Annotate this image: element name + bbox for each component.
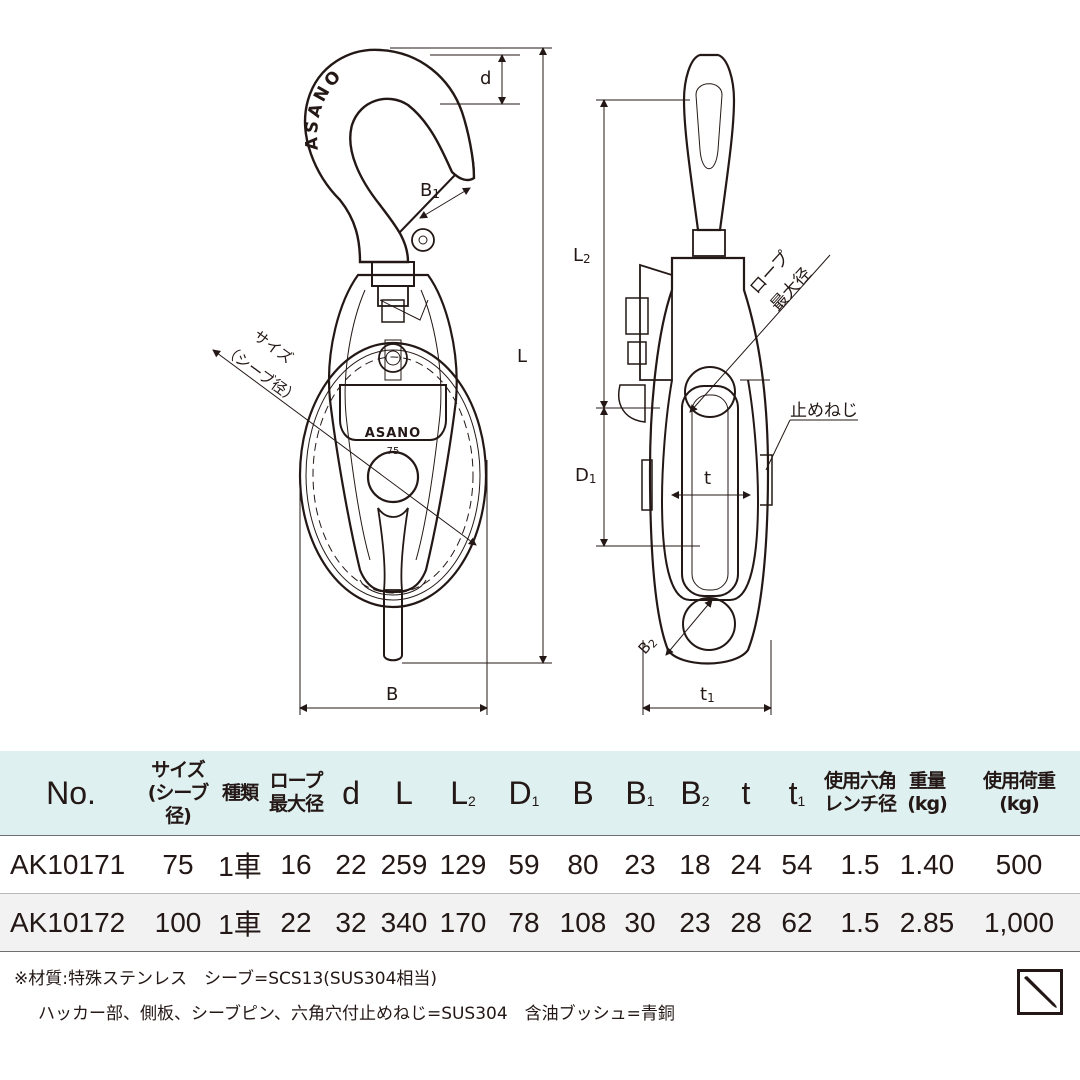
cell-B1: 30 [612,893,668,952]
rope-callout: ロープ 最大径 [689,248,831,413]
col-D1: D1 [494,751,554,836]
cell-wrench: 1.5 [824,835,896,894]
dim-b1-label: B1 [420,180,440,201]
cell-t: 24 [722,835,770,894]
cell-L2: 170 [432,893,494,952]
side-view: L2 D1 t t1 B2 [573,53,858,715]
col-load: 使用荷重(kg) [958,751,1080,836]
cell-D1: 59 [494,835,554,894]
dim-B2-label: B2 [635,633,661,659]
cell-B1: 23 [612,835,668,894]
dim-t1: t1 [642,640,772,715]
spec-table: No. サイズ(シーブ径) 種類 ロープ最大径 d L L2 D1 B B1 B… [0,751,1080,952]
cell-no: AK10171 [0,835,142,894]
hook: ASANO [302,48,476,264]
cell-t: 28 [722,893,770,952]
col-wrench: 使用六角レンチ径 [824,751,897,836]
cell-D1: 78 [494,893,554,952]
col-B2: B2 [668,751,722,836]
col-type: 種類 [214,751,266,836]
dim-L2-label: L2 [573,245,591,266]
cell-weight: 2.85 [896,893,958,952]
col-B: B [554,751,612,836]
side-bottom-eye [682,597,736,651]
setscrew-callout: 止めねじ [765,401,858,471]
cell-B2: 18 [668,835,722,894]
swivel-head [371,261,429,381]
side-plate-outline [648,256,770,665]
cell-type: 1車 [214,893,266,952]
dim-t1-label: t1 [700,684,715,705]
sheave-pin-hole [366,450,420,504]
col-L: L [376,751,432,836]
dim-B2: B2 [635,599,713,659]
cell-t1: 62 [770,893,824,952]
cell-size: 75 [142,835,214,894]
dim-L: L [390,47,552,664]
cell-rope: 22 [266,893,326,952]
cell-type: 1車 [214,835,266,894]
cell-load: 500 [958,835,1080,894]
spec-header-row: No. サイズ(シーブ径) 種類 ロープ最大径 d L L2 D1 B B1 B… [0,751,1080,836]
cell-L: 259 [376,835,432,894]
sheave-disc [298,341,488,609]
cell-weight: 1.40 [896,835,958,894]
cell-size: 100 [142,893,214,952]
table-row: AK10172 100 1車 22 32 340 170 78 108 30 2… [0,893,1080,952]
tail-eye [377,507,409,591]
cell-wrench: 1.5 [824,893,896,952]
col-size: サイズ(シーブ径) [142,751,214,836]
cell-d: 22 [326,835,376,894]
dim-L-label: L [517,346,527,367]
setscrew-callout-label: 止めねじ [790,401,858,421]
material-note-line1: ※材質:特殊ステンレス シーブ=SCS13(SUS304相当) [14,969,438,989]
name-plate: ASANO 75 [339,384,447,457]
table-row: AK10171 75 1車 16 22 259 129 59 80 23 18 … [0,835,1080,894]
pulley-block-drawing: ASANO 75 ASANO [212,47,858,715]
cell-d: 32 [326,893,376,952]
material-note-line2: ハッカー部、側板、シーブピン、六角穴付止めねじ=SUS304 含油ブッシュ=青銅 [38,1004,675,1024]
cell-B: 80 [554,835,612,894]
dim-D1: D1 [575,407,700,547]
dim-d: d [430,54,520,105]
dim-d-label: d [480,68,491,89]
dim-B: B [299,460,488,715]
cell-rope: 16 [266,835,326,894]
dim-B-label: B [386,684,398,705]
dim-t-label: t [704,468,711,489]
dim-D1-label: D1 [575,465,597,486]
col-no: No. [0,751,142,836]
plate-brand-text: ASANO [365,426,421,441]
col-t1: t1 [770,751,824,836]
col-d: d [326,751,376,836]
tail-stem [383,592,403,662]
cell-load: 1,000 [958,893,1080,952]
hook-brand-text: ASANO [302,65,347,151]
diagonal-slash-square-icon [1017,969,1063,1015]
dim-t: t [671,468,751,499]
col-rope: ロープ最大径 [266,751,326,836]
cell-B2: 23 [668,893,722,952]
cell-L2: 129 [432,835,494,894]
col-weight: 重量(kg) [896,751,958,836]
cell-L: 340 [376,893,432,952]
side-hook [682,53,736,232]
cell-t1: 54 [770,835,824,894]
front-view: ASANO 75 ASANO [212,47,552,715]
col-t: t [722,751,770,836]
col-L2: L2 [432,751,494,836]
dim-b1: B1 [419,180,471,219]
cell-B: 108 [554,893,612,952]
cell-no: AK10172 [0,893,142,952]
col-B1: B1 [612,751,668,836]
